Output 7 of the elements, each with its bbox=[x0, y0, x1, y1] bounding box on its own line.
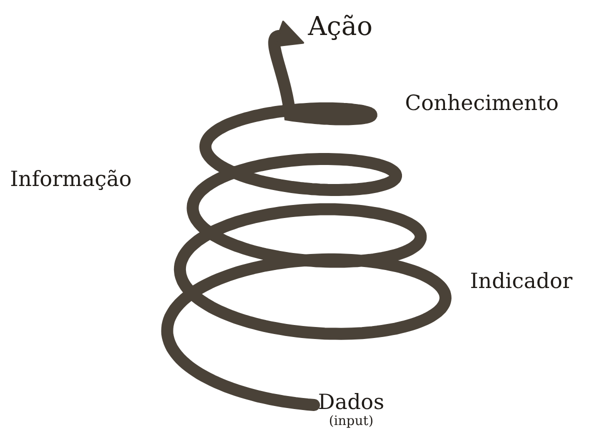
stage-label: Conhecimento bbox=[405, 90, 559, 116]
stage-label: Informação bbox=[10, 166, 132, 192]
note-text: (input) bbox=[328, 414, 374, 430]
stage-label: Ação bbox=[308, 12, 372, 42]
spiral-arrow bbox=[161, 21, 452, 411]
stage-label: Indicador bbox=[470, 268, 572, 294]
stage-label: Dados (input) bbox=[318, 390, 384, 430]
